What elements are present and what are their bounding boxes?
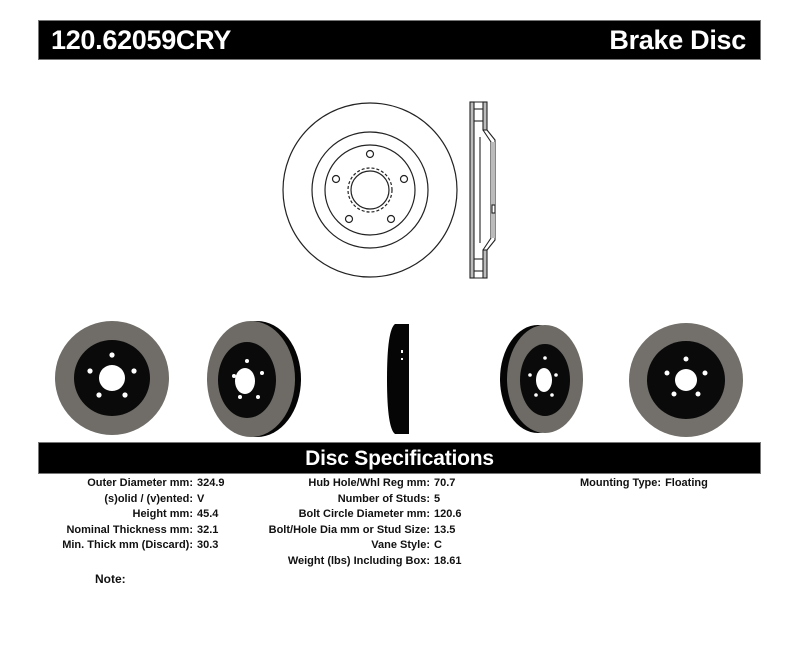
specifications-bar: Disc Specifications (38, 442, 761, 474)
title-bar: 120.62059CRY Brake Disc (38, 20, 761, 60)
part-number: 120.62059CRY (51, 25, 232, 55)
spec-solid-vented: (s)olid / (v)ented: V (104, 492, 205, 505)
spec-outer-diameter: Outer Diameter mm: 324.9 (87, 477, 225, 489)
photo-back (628, 322, 744, 443)
brake-disc-back-icon (629, 323, 743, 437)
spec-column-3: Mounting Type: Floating (580, 476, 708, 492)
spec-bolt-hole-dia: Bolt/Hole Dia mm or Stud Size: 13.5 (268, 523, 456, 536)
photo-front (54, 320, 170, 441)
brake-disc-edge-icon (387, 324, 409, 434)
spec-nominal-thickness: Nominal Thickness mm: 32.1 (66, 523, 219, 536)
spec-height: Height mm: 45.4 (132, 508, 219, 520)
spec-mounting-type: Mounting Type: Floating (580, 477, 708, 489)
note-label: Note: (95, 572, 126, 586)
brake-disc-angled-back-icon (500, 325, 583, 433)
brake-disc-front-icon (55, 321, 169, 435)
photo-angled-front (207, 320, 303, 443)
photo-angled-back (500, 323, 586, 440)
spec-bolt-circle: Bolt Circle Diameter mm: 120.6 (298, 508, 462, 520)
spec-number-of-studs: Number of Studs: 5 (337, 492, 441, 505)
spec-column-2: Hub Hole/Whl Reg mm: 70.7 Number of Stud… (262, 476, 462, 569)
specifications-title: Disc Specifications (305, 447, 494, 470)
brake-disc-angled-icon (207, 321, 301, 437)
spec-weight: Weight (lbs) Including Box: 18.61 (287, 554, 462, 567)
spec-column-1: Outer Diameter mm: 324.9 (s)olid / (v)en… (40, 476, 225, 554)
photo-side (385, 320, 411, 443)
spec-hub-hole: Hub Hole/Whl Reg mm: 70.7 (308, 477, 456, 489)
brake-disc-drawing-icon (282, 101, 496, 279)
product-type: Brake Disc (609, 25, 746, 55)
technical-drawing (280, 95, 510, 285)
spec-vane-style: Vane Style: C (371, 539, 442, 551)
spec-min-thickness: Min. Thick mm (Discard): 30.3 (62, 539, 219, 551)
product-photos (0, 318, 800, 438)
